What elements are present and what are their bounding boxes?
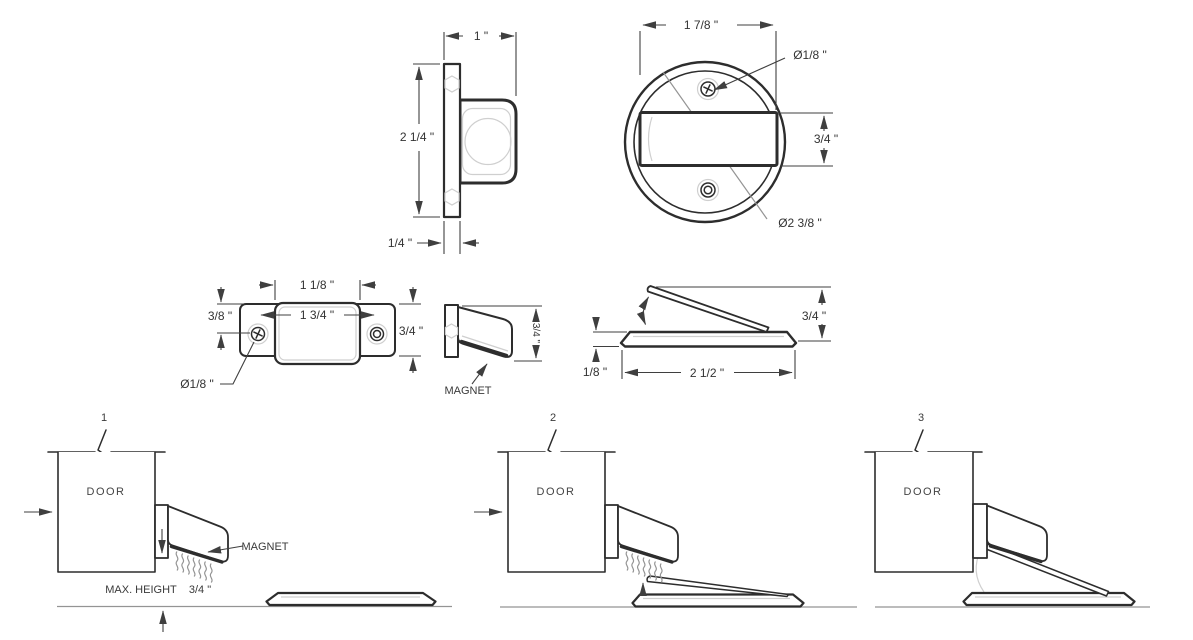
screw-right [369, 326, 385, 342]
magnet-wedge [617, 505, 679, 563]
magnetic-field-lines [175, 551, 213, 583]
dim-thickness-label: 1/4 " [388, 236, 412, 250]
bracket-plate [604, 504, 619, 559]
max-height-value: 3/4 " [189, 584, 211, 596]
dim-slot-width-label: 1 7/8 " [684, 18, 718, 32]
floor-plate-outline [619, 330, 798, 348]
magnet-band [169, 544, 224, 564]
installation-step-1: 1 DOOR MAGNET MAX. HEIGHT 3/4 " [24, 412, 452, 632]
magnet-part-label: MAGNET [444, 385, 491, 397]
slot-inner-arc [647, 116, 653, 162]
bracket-body-outline [458, 98, 518, 185]
view-magnet-side: MAGNET 3/4 " [444, 304, 542, 397]
view-floor-plate-side: 3/4 " 1/8 " 2 1/2 " [583, 285, 831, 380]
dim-screw-spacing-label: 1 3/4 " [300, 308, 334, 322]
dim-plate-thickness-label: 1/8 " [583, 365, 607, 379]
installation-step-3: 3 DOOR [864, 412, 1150, 608]
floor-plate [962, 591, 1136, 607]
magnet-leader [207, 545, 244, 554]
dim-plate-width-label: 2 1/2 " [690, 366, 724, 380]
catch-inner-line [278, 306, 357, 361]
screw-hex-top [444, 75, 460, 93]
dim-screw-offset-label: 3/8 " [208, 309, 232, 323]
dim-arm-rise-label: 3/4 " [802, 309, 826, 323]
leader-line [713, 57, 786, 91]
view-catch-front: 1 1/8 " 1 3/4 " 3/8 " 3/4 " Ø1/8 " [180, 278, 423, 391]
dim-screw-hole-label: Ø1/8 " [793, 48, 827, 62]
door-label: DOOR [87, 486, 126, 498]
magnet-band [459, 339, 509, 358]
dim-screw-hole-label: Ø1/8 " [180, 377, 214, 391]
screw-left-ring [247, 323, 269, 345]
leader-line [220, 341, 255, 385]
dim-height-label: 3/4 " [399, 324, 423, 338]
dim-outer-diameter-label: Ø2 3/8 " [778, 216, 822, 230]
floor-plate [265, 591, 437, 607]
flip-arm [646, 285, 770, 333]
dim-slot-height-label: 3/4 " [814, 132, 838, 146]
max-height-label: MAX. HEIGHT [105, 584, 177, 596]
magnet-inner-line [461, 335, 509, 352]
screw-bottom-ring [696, 178, 720, 202]
installation-step-2: 2 DOOR [474, 412, 857, 608]
floor-plate [631, 593, 805, 608]
magnet-label: MAGNET [241, 541, 288, 553]
step-number: 1 [101, 412, 107, 424]
screw-right-hole [372, 329, 382, 339]
door-label: DOOR [904, 486, 943, 498]
screw-hex-bottom [444, 188, 460, 206]
dim-height-label: 2 1/4 " [400, 130, 434, 144]
step-number: 2 [550, 412, 556, 424]
rotation-arrow [636, 296, 649, 326]
step-number: 3 [918, 412, 924, 424]
dim-height-label: 3/4 " [530, 323, 541, 344]
screw-right-ring [366, 323, 388, 345]
screw-hex [444, 323, 459, 339]
flip-arm [646, 575, 790, 598]
door-label: DOOR [537, 486, 576, 498]
catch-center-body [273, 301, 362, 366]
screw-bottom-hole [703, 185, 713, 195]
mounting-plate-outline [442, 62, 462, 219]
dim-width-label: 1 " [474, 29, 488, 43]
dim-inner-width-label: 1 1/8 " [300, 278, 334, 292]
leader-line [471, 363, 488, 385]
catch-plate-edge [444, 304, 459, 358]
magnet-wedge [986, 504, 1048, 562]
view-bracket-side: 1 " 2 1/4 " 1/4 " [388, 29, 518, 254]
door-outline [874, 451, 974, 573]
magnet-band [619, 544, 674, 564]
magnet-band [988, 544, 1043, 564]
bracket-magnet-circle [464, 117, 512, 166]
plate-slot [638, 111, 779, 167]
screw-left-cross [255, 329, 261, 339]
view-floor-plate-top: 1 7/8 " Ø1/8 " 3/4 " Ø2 3/8 " [623, 18, 838, 230]
door-outline [507, 451, 606, 573]
screw-top-cross [705, 84, 711, 94]
magnetic-field-lines [625, 551, 663, 583]
door-outline [57, 451, 156, 573]
bracket-plate [972, 503, 988, 559]
screw-bottom [700, 182, 716, 198]
